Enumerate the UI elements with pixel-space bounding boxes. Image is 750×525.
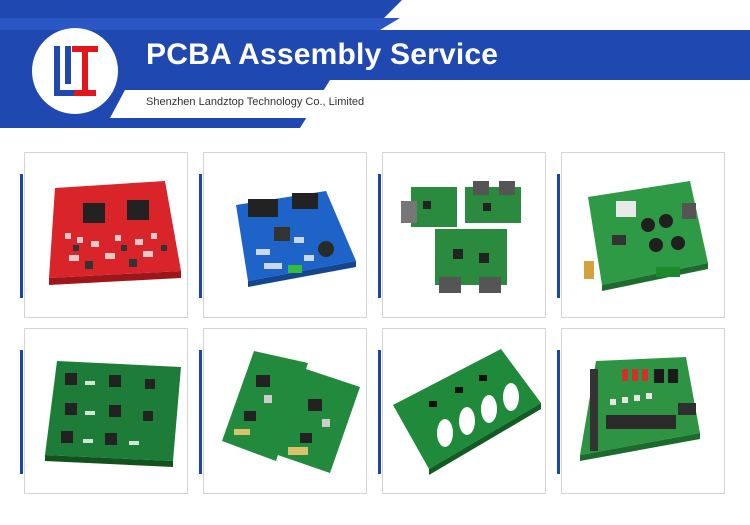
- blue-pcb-board-image: [236, 191, 356, 287]
- gallery-edge-bar: [20, 350, 23, 474]
- green-pcb-with-connectors-image: [401, 181, 521, 293]
- product-image-card: [24, 152, 188, 318]
- gallery-edge-bar: [378, 174, 381, 298]
- product-image-card: [203, 328, 367, 494]
- gallery-edge-bar: [378, 350, 381, 474]
- product-image-card: [24, 328, 188, 494]
- product-image-card: [203, 152, 367, 318]
- green-pcb-pair-image: [222, 351, 360, 473]
- green-pcb-relay-board-image: [580, 357, 700, 461]
- gallery-edge-bar: [557, 350, 560, 474]
- company-name: Shenzhen Landztop Technology Co., Limite…: [146, 96, 365, 108]
- product-image-card: [561, 328, 725, 494]
- green-pcb-panel-image: [45, 361, 181, 467]
- product-image-card: [561, 152, 725, 318]
- gallery-edge-bar: [20, 174, 23, 298]
- gallery-edge-bar: [199, 350, 202, 474]
- gallery-edge-bar: [199, 174, 202, 298]
- product-image-card: [382, 152, 546, 318]
- product-image-card: [382, 328, 546, 494]
- green-pcb-with-capacitors-image: [584, 181, 708, 291]
- header-banner: [0, 0, 750, 128]
- red-pcb-board-image: [49, 181, 181, 285]
- page-title: PCBA Assembly Service: [146, 38, 499, 71]
- gallery-edge-bar: [557, 174, 560, 298]
- landztop-logo-icon: [54, 46, 98, 96]
- logo-badge: [32, 28, 118, 114]
- green-pcb-cutouts-image: [393, 349, 541, 475]
